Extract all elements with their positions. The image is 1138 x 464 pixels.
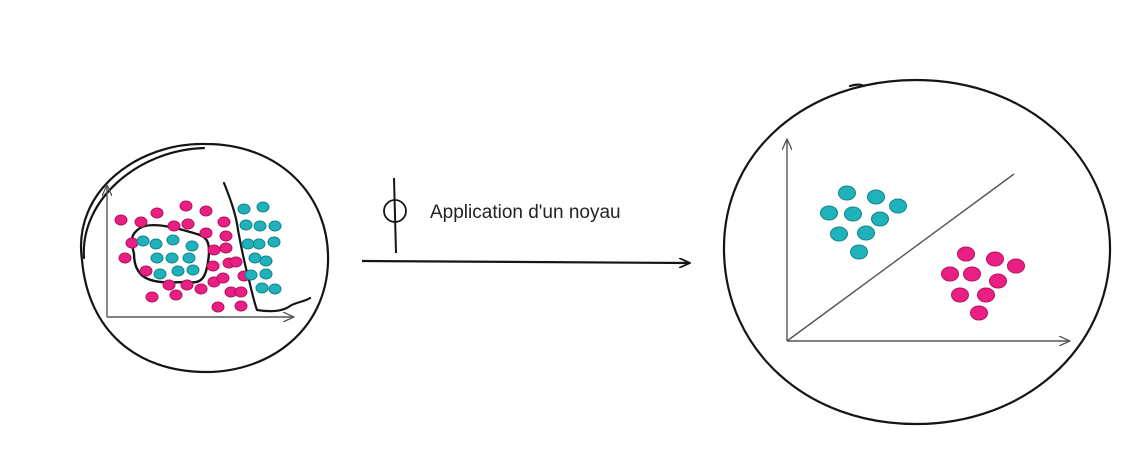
pink-point [114, 214, 128, 226]
teal-point [867, 189, 885, 205]
teal-point [830, 226, 848, 242]
teal-point [838, 185, 856, 201]
phi-icon [383, 177, 407, 254]
pink-point [1007, 258, 1025, 274]
teal-point [268, 220, 282, 232]
pink-point [194, 283, 208, 295]
mapping-arrow [361, 261, 689, 263]
feature-points [820, 185, 1025, 321]
pink-point [125, 237, 139, 249]
teal-point [259, 268, 273, 280]
pink-point [162, 279, 176, 291]
teal-point [171, 265, 185, 277]
pink-point [941, 266, 959, 282]
pink-point [211, 301, 225, 313]
teal-point [239, 219, 253, 231]
kernel-mapping: Application d'un noyau [361, 177, 689, 263]
pink-point [989, 273, 1007, 289]
pink-point [970, 305, 988, 321]
pink-point [217, 216, 231, 228]
outer-decision-boundary [222, 181, 312, 313]
pink-point [234, 286, 248, 298]
teal-point [149, 238, 163, 250]
teal-point [253, 220, 267, 232]
input-points [114, 200, 282, 313]
pink-point [206, 260, 220, 272]
pink-point [986, 251, 1004, 267]
teal-point [248, 252, 262, 264]
pink-point [139, 265, 153, 277]
input-space-circle [79, 142, 330, 374]
teal-point [268, 283, 282, 295]
pink-point [199, 205, 213, 217]
separating-line [786, 173, 1015, 342]
teal-point [267, 236, 281, 248]
teal-point [256, 201, 270, 213]
pink-point [207, 244, 221, 256]
teal-point [150, 252, 164, 264]
teal-point [166, 234, 180, 246]
teal-point [252, 238, 266, 250]
pink-point [169, 289, 183, 301]
teal-point [889, 198, 907, 214]
pink-point [977, 287, 995, 303]
teal-point [244, 269, 258, 281]
teal-point [153, 268, 167, 280]
pink-point [963, 266, 981, 282]
pink-point [167, 220, 181, 232]
pink-point [150, 207, 164, 219]
teal-point [820, 205, 838, 221]
teal-point [182, 252, 196, 264]
teal-point [186, 264, 200, 276]
teal-point [185, 240, 199, 252]
pink-point [951, 287, 969, 303]
teal-point [850, 244, 868, 260]
feature-space-circle [722, 78, 1112, 426]
pink-point [134, 216, 148, 228]
pink-point [234, 300, 248, 312]
pink-point [199, 227, 213, 239]
feature-space-panel [722, 78, 1112, 426]
pink-point [118, 252, 132, 264]
pink-point [179, 200, 193, 212]
pink-point [181, 218, 195, 230]
teal-point [255, 282, 269, 294]
kernel-caption: Application d'un noyau [430, 202, 621, 223]
pink-point [957, 246, 975, 262]
pink-point [216, 272, 230, 284]
pink-point [229, 256, 243, 268]
teal-point [237, 203, 251, 215]
pink-point [180, 279, 194, 291]
teal-point [871, 211, 889, 227]
teal-point [259, 255, 273, 267]
pink-point [219, 230, 233, 242]
teal-point [857, 225, 875, 241]
pink-point [145, 291, 159, 303]
teal-point [136, 235, 150, 247]
input-space-panel [79, 142, 330, 374]
teal-point [844, 206, 862, 222]
pink-point [219, 242, 233, 254]
teal-point [165, 252, 179, 264]
teal-point [241, 238, 255, 250]
